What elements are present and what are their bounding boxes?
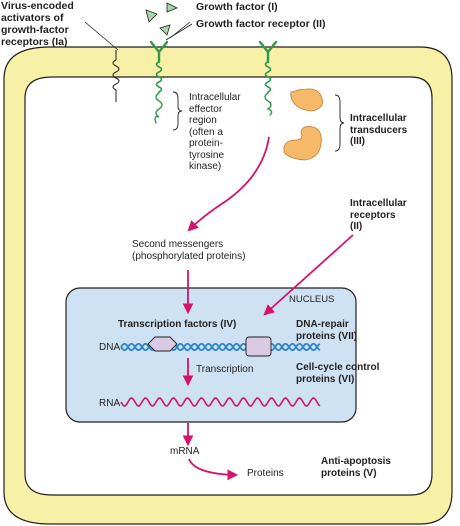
anti-apoptosis-label: Anti-apoptosis proteins (V) [321,456,391,479]
growth-factor-receptor-label: Growth factor receptor (II) [196,18,326,30]
transducer-2 [283,126,322,161]
virus-activator-coil [84,21,120,102]
dna-label: DNA [99,342,121,353]
intracellular-transducers-label: Intracellular transducers (III) [350,113,408,147]
effector-brace [172,91,183,131]
mrna-label: mRNA [170,446,200,457]
transcription-label: Transcription [196,364,254,375]
intracellular-receptors-label: Intracellular receptors (II) [350,198,407,232]
growth-factor-receptor-2 [258,40,278,116]
cell-cycle-label: Cell-cycle control proteins (VI) [296,362,380,385]
transcription-factor-1 [147,336,178,352]
arrow-intracellular-receptor-to-tf [263,234,354,316]
nucleus-label: NUCLEUS [289,294,335,305]
pathway-arrows [182,136,354,481]
effector-region-label: Intracellular effector region (often a p… [189,92,241,172]
virus-activators-label: Virus-encoded activators of growth-facto… [1,0,74,49]
growth-factor-label: Growth factor (I) [196,1,278,13]
second-messengers-label: Second messengers (phosphorylated protei… [132,239,246,262]
cell-membrane [3,46,453,525]
rna-strand [120,397,321,407]
transducer-1 [290,88,323,112]
arrow-mrna-to-proteins [188,458,239,481]
nucleus [65,287,357,423]
growth-factor-receptor-1 [149,40,169,124]
rna-label: RNA [99,398,121,409]
receptor-pointer [165,23,193,41]
transducer-brace [334,94,345,152]
growth-factor-icons [145,2,178,36]
transcription-factors-label: Transcription factors (IV) [118,319,237,330]
dna-repair-label: DNA-repair proteins (VII) [296,319,358,342]
transcription-factor-2 [245,336,272,357]
proteins-label: Proteins [247,468,284,479]
arrow-receptor-to-messengers [187,136,270,232]
